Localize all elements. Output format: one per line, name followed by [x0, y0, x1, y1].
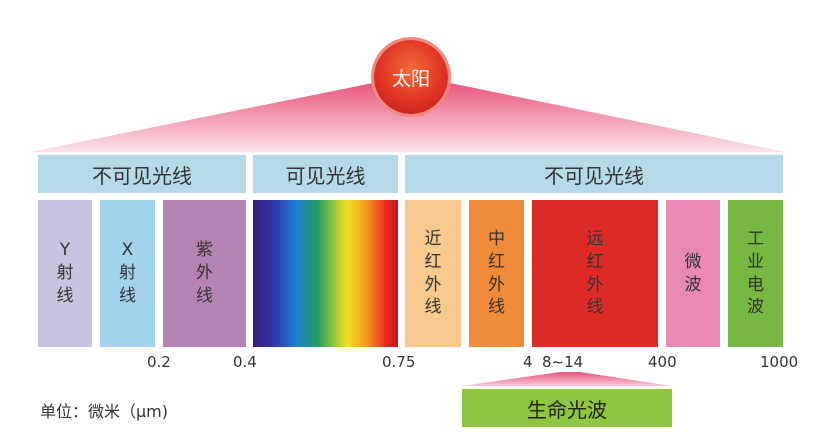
unit-label: 单位：微米（μm) — [40, 402, 169, 421]
tick-label: 1000 — [760, 353, 799, 371]
sun-label: 太阳 — [391, 67, 430, 90]
band-label: 近 红 外 线 — [424, 228, 442, 318]
band-x-rays: X 射 线 — [100, 200, 155, 347]
sun-ray-fan — [30, 82, 786, 152]
band-near-infrared: 近 红 外 线 — [405, 200, 461, 347]
header-label: 不可见光线 — [92, 163, 192, 188]
band-label: 中 红 外 线 — [488, 228, 505, 318]
band-gamma-rays: Y 射 线 — [38, 200, 92, 347]
band-mid-infrared: 中 红 外 线 — [469, 200, 524, 347]
life-wave-label: 生命光波 — [527, 397, 607, 422]
tick-label: 400 — [648, 353, 677, 371]
header-invisible-right: 不可见光线 — [405, 155, 783, 193]
life-wave-box: 生命光波 — [462, 389, 672, 427]
header-label: 不可见光线 — [544, 163, 644, 188]
band-visible-spectrum — [253, 200, 398, 347]
header-invisible-left: 不可见光线 — [38, 155, 246, 193]
header-visible: 可见光线 — [253, 155, 398, 193]
tick-label: 0.75 — [382, 353, 416, 371]
sun-circle: 太阳 — [374, 40, 448, 114]
tick-label: 8~14 — [542, 353, 584, 371]
band-label: 紫 外 线 — [196, 240, 213, 306]
band-label: Y 射 线 — [56, 240, 74, 306]
band-microwave: 微 波 — [666, 200, 720, 347]
band-label: X 射 线 — [119, 240, 136, 306]
tick-label: 4 — [523, 353, 533, 371]
band-ultraviolet: 紫 外 线 — [163, 200, 246, 347]
band-label: 远 红 外 线 — [586, 228, 604, 318]
band-label: 工 业 电 波 — [747, 228, 764, 318]
tick-label: 0.4 — [233, 353, 257, 371]
tick-label: 0.2 — [147, 353, 171, 371]
band-industrial-radio-waves: 工 业 电 波 — [728, 200, 783, 347]
band-label: 微 波 — [684, 251, 702, 295]
band-far-infrared: 远 红 外 线 — [532, 200, 658, 347]
header-label: 可见光线 — [285, 163, 366, 188]
